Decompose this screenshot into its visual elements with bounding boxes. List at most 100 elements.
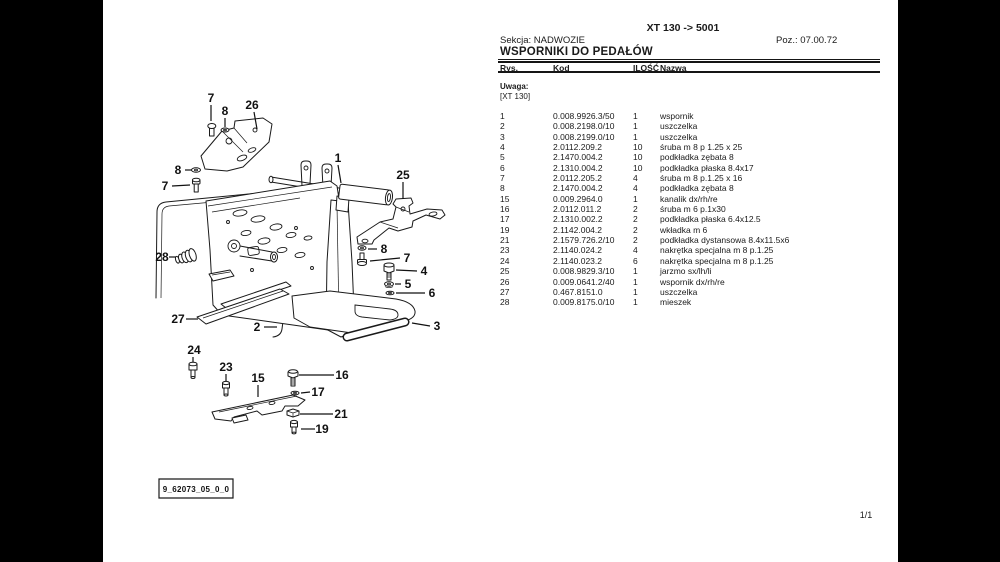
table-cell: 2.1470.004.2 xyxy=(553,152,603,163)
nut-part-21 xyxy=(287,409,299,417)
table-cell: 1 xyxy=(633,121,638,132)
table-cell: 10 xyxy=(633,142,643,153)
table-cell: 0.008.9926.3/50 xyxy=(553,111,615,121)
table-cell: 1 xyxy=(633,111,638,121)
section-label: Sekcja: NADWOZIE xyxy=(500,35,585,46)
column-header-ilosc: ILOŚĆ xyxy=(633,62,659,73)
table-cell: 2.0112.011.2 xyxy=(553,204,602,215)
callout-label: 8 xyxy=(175,163,182,177)
callout-leader-line xyxy=(396,270,417,271)
callout-label: 16 xyxy=(335,368,349,382)
spacer-part-24 xyxy=(189,362,197,378)
callout-label: 8 xyxy=(222,104,229,118)
callout-leader-line xyxy=(370,258,400,261)
table-cell: 0.009.2964.0 xyxy=(553,193,603,204)
table-cell: 2 xyxy=(633,224,638,235)
table-cell: 2.1470.004.2 xyxy=(553,183,603,194)
table-cell: 1 xyxy=(633,131,638,142)
table-cell: 1 xyxy=(633,266,638,277)
table-cell: 26 xyxy=(500,276,510,287)
table-cell: 2.1140.023.2 xyxy=(553,255,602,266)
bracket-part-25 xyxy=(357,198,445,244)
callout-leader-line xyxy=(301,392,310,393)
table-cell: 2 xyxy=(633,235,638,246)
table-cell: 2.1310.002.2 xyxy=(553,214,603,225)
table-cell: 0.467.8151.0 xyxy=(553,286,603,297)
figure-code-box: 9_62073_05_0_0 xyxy=(159,479,233,498)
sill-strip-part-27 xyxy=(197,282,291,324)
table-cell: 1 xyxy=(633,297,638,308)
table-cell: 2.1142.004.2 xyxy=(553,224,602,235)
callout-label: 15 xyxy=(251,371,265,385)
table-cell: 24 xyxy=(500,255,510,266)
callout-leader-line xyxy=(254,112,257,129)
table-cell: śruba m 8 p.1.25 x 16 xyxy=(660,173,743,184)
table-cell: 27 xyxy=(500,286,510,297)
floor-pan-part-3 xyxy=(292,291,415,337)
table-cell: 2.0112.205.2 xyxy=(553,173,602,184)
table-cell: śruba m 6 p.1x30 xyxy=(660,204,726,215)
callout-label: 17 xyxy=(311,385,325,399)
callout-label: 7 xyxy=(208,91,215,105)
column-header-nazwa: Nazwa xyxy=(660,62,687,73)
table-cell: podkładka płaska 6.4x12.5 xyxy=(660,214,761,225)
table-cell: 23 xyxy=(500,245,510,256)
washer-part-6 xyxy=(386,291,394,295)
callout-leader-line xyxy=(172,185,190,186)
table-cell: 2 xyxy=(633,204,638,215)
figure-code: 9_62073_05_0_0 xyxy=(163,485,230,494)
washer-part-8-left xyxy=(192,168,201,172)
table-cell: podkładka zębata 8 xyxy=(660,183,734,194)
table-top-rule-thin xyxy=(498,59,880,60)
table-cell: mieszek xyxy=(660,297,692,308)
position-label: Poz.: 07.00.72 xyxy=(776,35,838,46)
callout-label: 8 xyxy=(381,242,388,256)
table-cell: 2.1310.004.2 xyxy=(553,162,603,173)
callout-label: 7 xyxy=(404,251,411,265)
table-header-rule xyxy=(498,71,880,73)
table-cell: 4 xyxy=(633,173,638,184)
table-cell: 4 xyxy=(633,245,638,256)
model-range-title: XT 130 -> 5001 xyxy=(646,22,720,34)
table-cell: 0.009.8175.0/10 xyxy=(553,297,615,308)
washer-part-17 xyxy=(291,391,299,395)
bolt-part-16 xyxy=(288,370,298,386)
table-top-rule-thick xyxy=(498,61,880,63)
callout-label: 25 xyxy=(396,168,410,182)
table-cell: wspornik xyxy=(660,111,694,121)
table-cell: 15 xyxy=(500,193,510,204)
table-cell: 5 xyxy=(500,152,505,163)
table-cell: 6 xyxy=(633,255,638,266)
table-cell: 0.008.9829.3/10 xyxy=(553,266,615,277)
table-cell: 6 xyxy=(500,162,505,173)
plate-part-15 xyxy=(212,395,305,423)
callout-label: 5 xyxy=(405,277,412,291)
callout-label: 3 xyxy=(434,319,441,333)
spacer-part-23 xyxy=(223,381,230,396)
table-cell: śruba m 8 p 1.25 x 25 xyxy=(660,142,743,153)
table-cell: uszczelka xyxy=(660,131,698,142)
page-number: 1/1 xyxy=(859,510,873,520)
bolt-part-4 xyxy=(384,263,394,280)
table-cell: 21 xyxy=(500,235,510,246)
bolt-part-7-right xyxy=(358,253,367,266)
table-cell: 28 xyxy=(500,297,510,308)
bolt-part-7-top xyxy=(208,124,216,137)
table-cell: 2 xyxy=(633,214,638,225)
table-cell: 10 xyxy=(633,162,643,173)
callout-label: 23 xyxy=(219,360,233,374)
table-cell: 4 xyxy=(500,142,505,153)
washer-part-8-top xyxy=(221,128,229,132)
